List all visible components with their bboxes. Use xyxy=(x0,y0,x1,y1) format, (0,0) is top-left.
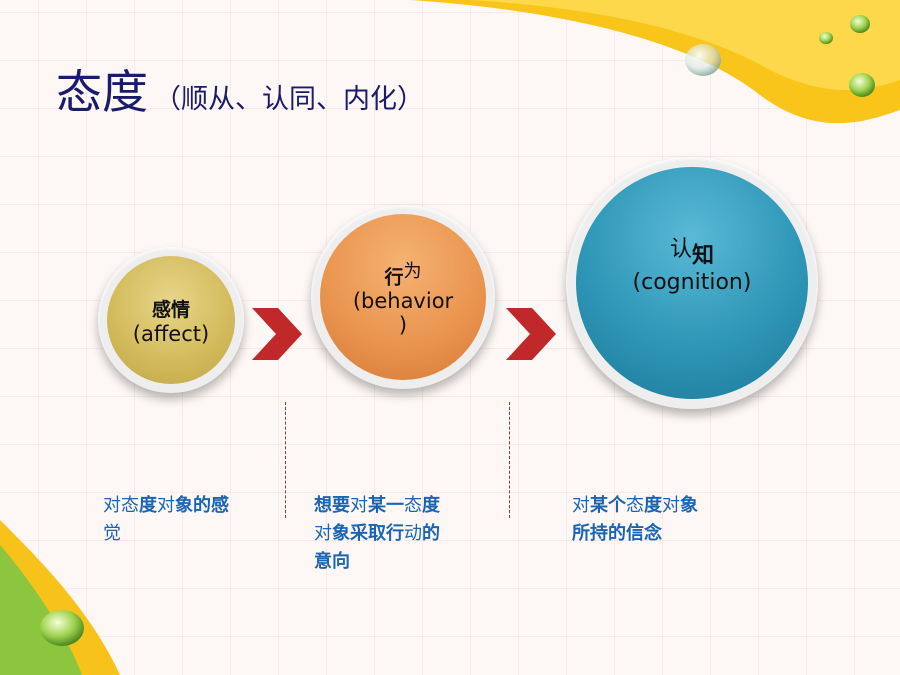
desc-text: 想要 xyxy=(314,495,350,516)
description-affect: 对态度对象的感 觉 xyxy=(103,492,273,548)
desc-line: 意向 xyxy=(314,551,350,572)
desc-text: 对 xyxy=(314,523,332,544)
desc-line: 对象采取行动的 xyxy=(314,520,504,548)
desc-text: 的 xyxy=(422,523,440,544)
desc-text: 象 xyxy=(680,495,698,516)
desc-text: 度 xyxy=(422,495,440,516)
node-affect-zh: 感情 xyxy=(151,298,190,321)
node-behavior-en2: ) xyxy=(398,313,408,338)
chevron-right-icon xyxy=(506,308,556,360)
page-title: 态度 （顺从、认同、内化） xyxy=(56,56,424,126)
title-sub: （顺从、认同、内化） xyxy=(154,84,424,115)
desc-line: 对态度对象的感 xyxy=(103,492,273,520)
node-cognition-zh: 认知 xyxy=(670,231,714,269)
node-affect-en: (affect) xyxy=(132,321,210,346)
description-cognition: 对某个态度对象 所持的信念 xyxy=(572,492,772,548)
desc-text: 对 xyxy=(157,495,175,516)
water-drop-icon xyxy=(850,15,870,33)
node-behavior-zh-bold: 行 xyxy=(384,266,404,289)
node-behavior-zh-light: 为 xyxy=(403,260,422,282)
divider-line xyxy=(285,402,286,518)
desc-text: 某个 xyxy=(590,495,626,516)
node-cognition-en: (cognition) xyxy=(632,269,752,295)
desc-line: 所持的信念 xyxy=(572,523,662,544)
desc-text: 态 xyxy=(626,495,644,516)
desc-text: 态 xyxy=(404,495,422,516)
node-affect: 感情 (affect) xyxy=(98,247,244,393)
desc-text: 动 xyxy=(404,523,422,544)
description-behavior: 想要对某一态度 对象采取行动的 意向 xyxy=(314,492,504,576)
node-behavior: 行为 (behavior ) xyxy=(311,205,495,389)
node-behavior-inner: 行为 (behavior ) xyxy=(320,214,486,380)
water-drop-icon xyxy=(819,32,833,44)
desc-text: 对 xyxy=(572,495,590,516)
chevron-right-icon xyxy=(252,308,302,360)
water-drop-icon xyxy=(849,73,875,97)
desc-line: 觉 xyxy=(103,523,121,544)
divider-line xyxy=(509,402,510,518)
desc-text: 某一 xyxy=(368,495,404,516)
desc-line: 想要对某一态度 xyxy=(314,492,504,520)
node-affect-inner: 感情 (affect) xyxy=(107,256,235,384)
node-cognition-zh-bold: 知 xyxy=(692,243,715,269)
title-main: 态度 xyxy=(56,65,148,119)
desc-text: 对 xyxy=(662,495,680,516)
yellow-wave-top-light xyxy=(470,0,900,90)
water-drop-icon xyxy=(685,44,721,76)
desc-line: 对某个态度对象 xyxy=(572,492,772,520)
desc-text: 对态 xyxy=(103,495,139,516)
desc-text: 象的感 xyxy=(175,495,229,516)
node-behavior-en: (behavior xyxy=(352,289,454,314)
water-drop-icon xyxy=(40,610,84,646)
desc-text: 度 xyxy=(644,495,662,516)
node-behavior-zh: 行为 xyxy=(384,257,421,289)
desc-text: 度 xyxy=(139,495,157,516)
desc-text: 对 xyxy=(350,495,368,516)
desc-text: 象采取行 xyxy=(332,523,404,544)
node-cognition-zh-light: 认 xyxy=(669,237,692,263)
node-cognition: 认知 (cognition) xyxy=(566,157,818,409)
node-cognition-inner: 认知 (cognition) xyxy=(576,167,808,399)
